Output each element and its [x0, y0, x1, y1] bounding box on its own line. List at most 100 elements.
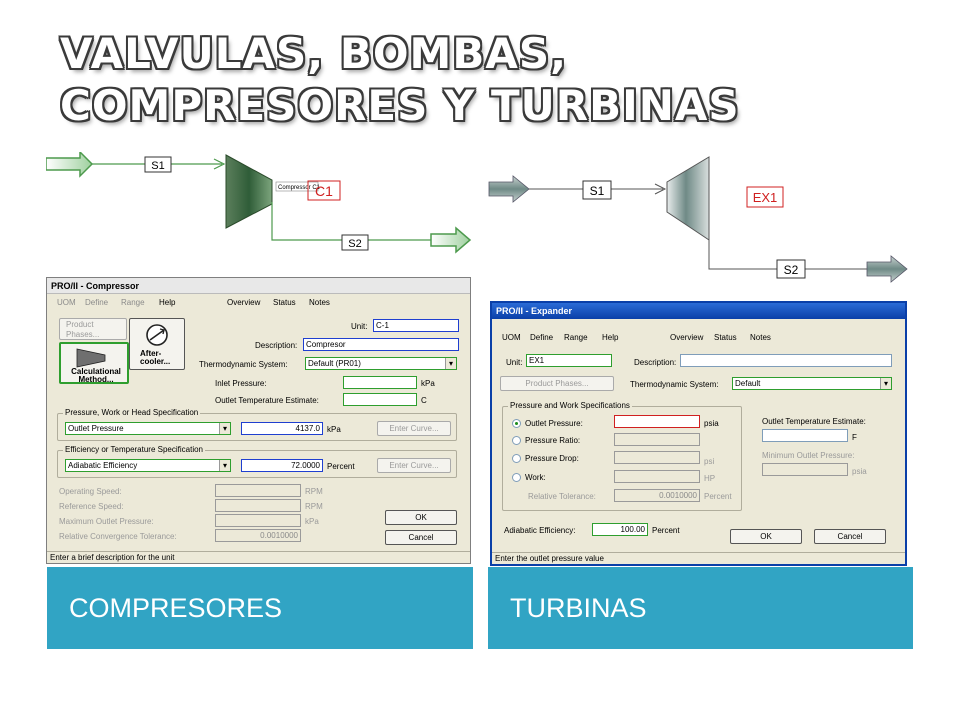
- product-phases-button[interactable]: Product Phases...: [59, 318, 127, 340]
- exp-adiabatic-field[interactable]: 100.00: [592, 523, 648, 536]
- exp-menu-uom[interactable]: UOM: [502, 333, 521, 342]
- exp-description-field[interactable]: [680, 354, 892, 367]
- exp-work-unit: HP: [704, 474, 716, 483]
- exp-menu-define[interactable]: Define: [530, 333, 554, 342]
- menu-help[interactable]: Help: [159, 298, 176, 307]
- exp-outlet-temp-field[interactable]: [762, 429, 848, 442]
- exp-min-outlet-pressure-unit: psia: [852, 467, 867, 476]
- efficiency-value-field[interactable]: 72.0000: [241, 459, 323, 472]
- exp-pressure-drop-field[interactable]: [614, 451, 700, 464]
- exp-pressure-ratio-label: Pressure Ratio:: [525, 436, 581, 445]
- operating-speed-unit: RPM: [305, 487, 323, 496]
- unit-field[interactable]: C-1: [373, 319, 459, 332]
- exp-cancel-button[interactable]: Cancel: [814, 529, 886, 544]
- compressor-inlet-arrow: [46, 152, 94, 178]
- exp-min-outlet-pressure-field[interactable]: [762, 463, 848, 476]
- exp-pressure-work-group: Pressure and Work Specifications: [502, 401, 742, 511]
- menu-uom[interactable]: UOM: [57, 298, 76, 307]
- inlet-pressure-unit: kPa: [421, 379, 435, 388]
- status-bar: Enter a brief description for the unit: [47, 551, 470, 563]
- compressor-unit-box: [307, 180, 341, 201]
- compressor-outlet-arrow: [430, 226, 472, 254]
- exp-menu-notes[interactable]: Notes: [750, 333, 771, 342]
- aftercooler-button[interactable]: After-cooler...: [129, 318, 185, 370]
- calc-method-label: Calculational Method...: [71, 367, 121, 384]
- calc-method-button[interactable]: Calculational Method...: [59, 342, 129, 384]
- cancel-button[interactable]: Cancel: [385, 530, 457, 545]
- unit-label: Unit:: [351, 322, 368, 331]
- caption-turbinas: TURBINAS: [488, 567, 913, 649]
- expander-dialog-title: PRO/II - Expander: [492, 303, 905, 319]
- exp-min-outlet-pressure-label: Minimum Outlet Pressure:: [762, 451, 855, 460]
- exp-menu-help[interactable]: Help: [602, 333, 619, 342]
- rel-tolerance-label: Relative Convergence Tolerance:: [59, 532, 177, 541]
- expander-body: [666, 156, 710, 241]
- outlet-temp-unit: C: [421, 396, 427, 405]
- efficiency-spec-select[interactable]: Adiabatic Efficiency: [65, 459, 231, 472]
- operating-speed-field[interactable]: [215, 484, 301, 497]
- exp-outlet-pressure-label: Outlet Pressure:: [525, 419, 583, 428]
- pressure-drop-radio[interactable]: [512, 454, 521, 463]
- compressor-unit-label: C1: [315, 183, 333, 199]
- exp-menu-status[interactable]: Status: [714, 333, 737, 342]
- slide-title-line-2: COMPRESORES Y TURBINAS: [60, 81, 740, 130]
- exp-thermo-label: Thermodynamic System:: [630, 380, 719, 389]
- work-radio[interactable]: [512, 473, 521, 482]
- enter-curve-button-1[interactable]: Enter Curve...: [377, 421, 451, 436]
- reference-speed-field[interactable]: [215, 499, 301, 512]
- pressure-spec-select[interactable]: Outlet Pressure: [65, 422, 231, 435]
- rel-tolerance-field[interactable]: 0.0010000: [215, 529, 301, 542]
- expander-inlet-line-tip: [654, 183, 667, 195]
- description-label: Description:: [255, 341, 298, 350]
- reference-speed-unit: RPM: [305, 502, 323, 511]
- compressor-tag-box: [275, 181, 319, 192]
- exp-status-bar: Enter the outlet pressure value: [492, 552, 905, 564]
- compressor-outlet-line: [271, 202, 431, 241]
- exp-rel-tolerance-field[interactable]: 0.0010000: [614, 489, 700, 502]
- inlet-pressure-label: Inlet Pressure:: [215, 379, 267, 388]
- compressor-dialog-title: PRO/II - Compressor: [47, 278, 470, 294]
- exp-ok-button[interactable]: OK: [730, 529, 802, 544]
- efficiency-spec-group-title: Efficiency or Temperature Specification: [63, 445, 205, 454]
- outlet-pressure-radio[interactable]: [512, 419, 521, 428]
- description-field[interactable]: Compresor: [303, 338, 459, 351]
- outlet-temp-field[interactable]: [343, 393, 417, 406]
- pressure-value-unit: kPa: [327, 425, 341, 434]
- enter-curve-button-2[interactable]: Enter Curve...: [377, 458, 451, 473]
- expander-menubar: UOM Define Range Help Overview Status No…: [492, 331, 905, 345]
- thermo-system-select[interactable]: Default (PR01): [305, 357, 457, 370]
- aftercooler-label: After-cooler...: [140, 349, 171, 366]
- max-outlet-pressure-unit: kPa: [305, 517, 319, 526]
- exp-pressure-ratio-field[interactable]: [614, 433, 700, 446]
- exp-rel-tolerance-label: Relative Tolerance:: [528, 492, 596, 501]
- exp-pressure-drop-label: Pressure Drop:: [525, 454, 579, 463]
- menu-range[interactable]: Range: [121, 298, 145, 307]
- exp-menu-range[interactable]: Range: [564, 333, 588, 342]
- compressor-body: [225, 154, 273, 229]
- exp-work-field[interactable]: [614, 470, 700, 483]
- exp-menu-overview[interactable]: Overview: [670, 333, 704, 342]
- pressure-ratio-radio[interactable]: [512, 436, 521, 445]
- menu-define[interactable]: Define: [85, 298, 109, 307]
- ok-button[interactable]: OK: [385, 510, 457, 525]
- compressor-icon: [76, 348, 106, 368]
- pressure-value-field[interactable]: 4137.0: [241, 422, 323, 435]
- compressor-flowsheet: S1 Compressor C1 C1 S2: [46, 152, 474, 270]
- thermo-system-label: Thermodynamic System:: [199, 360, 288, 369]
- exp-outlet-pressure-field[interactable]: [614, 415, 700, 428]
- inlet-pressure-field[interactable]: [343, 376, 417, 389]
- slide-title: VALVULAS, BOMBAS, COMPRESORES Y TURBINAS: [60, 28, 940, 132]
- exp-unit-field[interactable]: EX1: [526, 354, 612, 367]
- exp-adiabatic-label: Adiabatic Efficiency:: [504, 526, 576, 535]
- exp-product-phases-button[interactable]: Product Phases...: [500, 376, 614, 391]
- menu-status[interactable]: Status: [273, 298, 296, 307]
- outlet-temp-label: Outlet Temperature Estimate:: [215, 396, 319, 405]
- exp-thermo-select[interactable]: Default: [732, 377, 892, 390]
- menu-notes[interactable]: Notes: [309, 298, 330, 307]
- menu-overview[interactable]: Overview: [227, 298, 261, 307]
- exp-outlet-temp-label: Outlet Temperature Estimate:: [762, 417, 866, 426]
- expander-flowsheet: S1 EX1 S2: [487, 152, 910, 287]
- expander-outlet-arrow: [866, 255, 908, 283]
- max-outlet-pressure-field[interactable]: [215, 514, 301, 527]
- compressor-menubar: UOM Define Range Help Overview Status No…: [47, 296, 470, 310]
